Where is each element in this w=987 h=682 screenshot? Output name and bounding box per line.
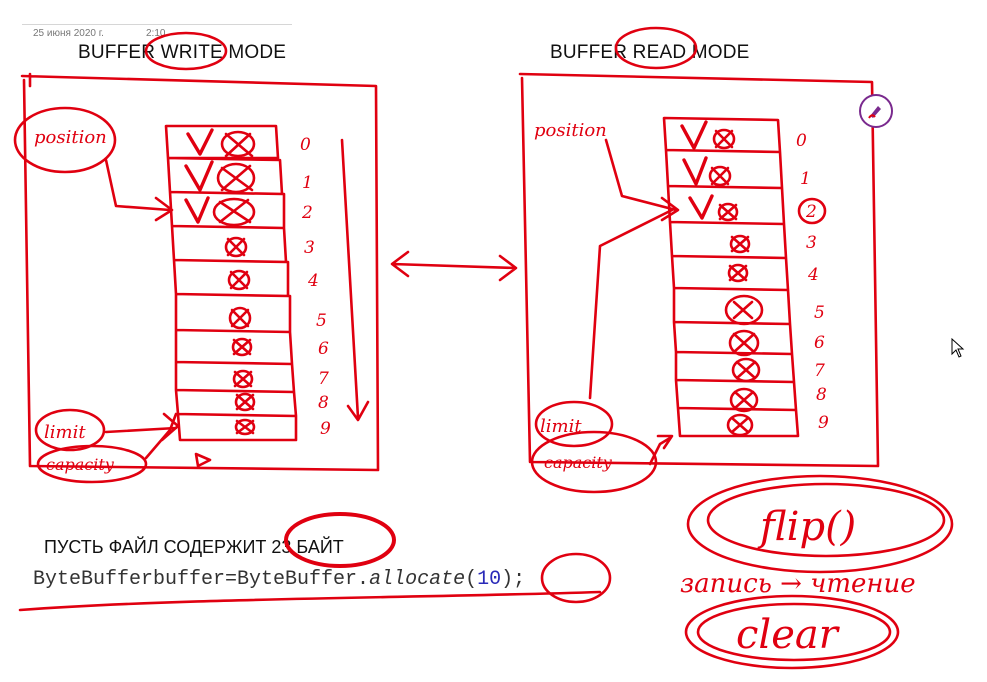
write-check-0 [186,128,214,156]
read-capacity-label: capacity [544,453,613,472]
write-to-read-note: запись → чтение [680,569,916,599]
code-close: ); [501,568,526,591]
read-crossed-cells [708,128,764,437]
write-index-8: 8 [318,393,329,413]
read-index-9: 9 [818,413,829,433]
code-underline [18,590,602,612]
pen-tool-button[interactable] [859,94,893,128]
write-index-0: 0 [300,135,311,155]
bytes-circle [284,512,396,568]
write-index-4: 4 [307,271,319,291]
read-index-column: 0 1 2 3 4 5 6 7 8 9 [796,131,829,433]
write-capacity-label: capacity [46,455,115,474]
write-crossed-cells [212,130,256,436]
write-check-2 [184,196,210,224]
read-limit-arrow [588,208,674,400]
write-index-3: 3 [304,238,315,258]
write-capacity-circle [36,444,148,484]
write-limit-label: limit [44,422,86,443]
write-mode-title: BUFFER WRITE MODE [78,42,287,63]
header-divider [22,24,292,25]
read-word-circle [614,26,698,70]
read-mode-title: BUFFER READ MODE [550,42,750,63]
read-position-label: position [534,120,607,141]
read-index-6: 6 [814,333,825,353]
write-index-6: 6 [318,339,329,359]
code-line: ByteBufferbuffer=ByteBuffer.allocate(10)… [33,568,525,591]
read-limit-circle [534,400,614,448]
read-index-0: 0 [796,131,807,151]
read-index-4: 4 [807,265,819,285]
write-limit-arrow [104,412,180,442]
code-open: ( [465,568,478,591]
write-scan-arrow [340,138,370,422]
write-position-circle [13,106,117,174]
code-prefix: ByteBufferbuffer=ByteBuffer. [33,568,370,591]
write-end-marker [194,452,212,468]
read-check-1 [682,156,708,186]
write-position-arrow [104,158,174,222]
write-index-1: 1 [302,173,313,193]
read-frame [518,72,880,468]
read-panel [518,72,880,494]
read-index-5: 5 [814,303,825,323]
write-limit-circle [34,408,106,452]
read-index-1: 1 [800,169,811,189]
read-capacity-arrow [648,434,674,466]
clear-outer-circle [684,594,900,670]
flip-outer-circle [686,474,954,574]
read-buffer-column [662,116,800,438]
clear-note: clear [736,612,841,658]
code-arg: 10 [477,568,502,591]
read-index-2-circle [797,197,827,225]
read-limit-label: limit [540,416,582,437]
write-buffer-column [164,124,298,442]
write-index-column: 0 1 2 3 4 5 6 7 8 9 [300,135,331,439]
write-frame [20,72,380,472]
note-time: 2:10 [146,28,166,39]
read-capacity-circle [530,430,658,494]
pen-tool-icon [868,106,881,119]
read-check-0 [680,120,708,150]
mouse-cursor-icon [951,338,965,358]
read-index-7: 7 [814,361,825,381]
read-index-2: 2 [805,202,817,222]
read-index-8: 8 [816,385,827,405]
write-word-circle [144,31,228,71]
write-index-2: 2 [301,203,313,223]
write-position-label: position [34,127,107,148]
flip-note: flip() [757,504,856,550]
file-statement: ПУСТЬ ФАЙЛ СОДЕРЖИТ 23 БАЙТ [44,537,344,557]
clear-inner-circle [696,602,892,662]
write-index-9: 9 [320,419,331,439]
note-date: 25 июня 2020 г. [33,28,104,39]
write-check-1 [184,160,214,192]
read-position-arrow [604,138,680,222]
flip-inner-circle [706,482,946,558]
code-method: allocate [369,568,466,591]
write-panel [13,72,380,484]
mode-switch-arrow [390,250,518,282]
write-capacity-arrow [144,412,178,460]
write-index-5: 5 [316,311,327,331]
read-check-2 [688,194,714,220]
read-index-3: 3 [806,233,817,253]
write-index-7: 7 [318,369,329,389]
arg-circle [540,552,612,604]
